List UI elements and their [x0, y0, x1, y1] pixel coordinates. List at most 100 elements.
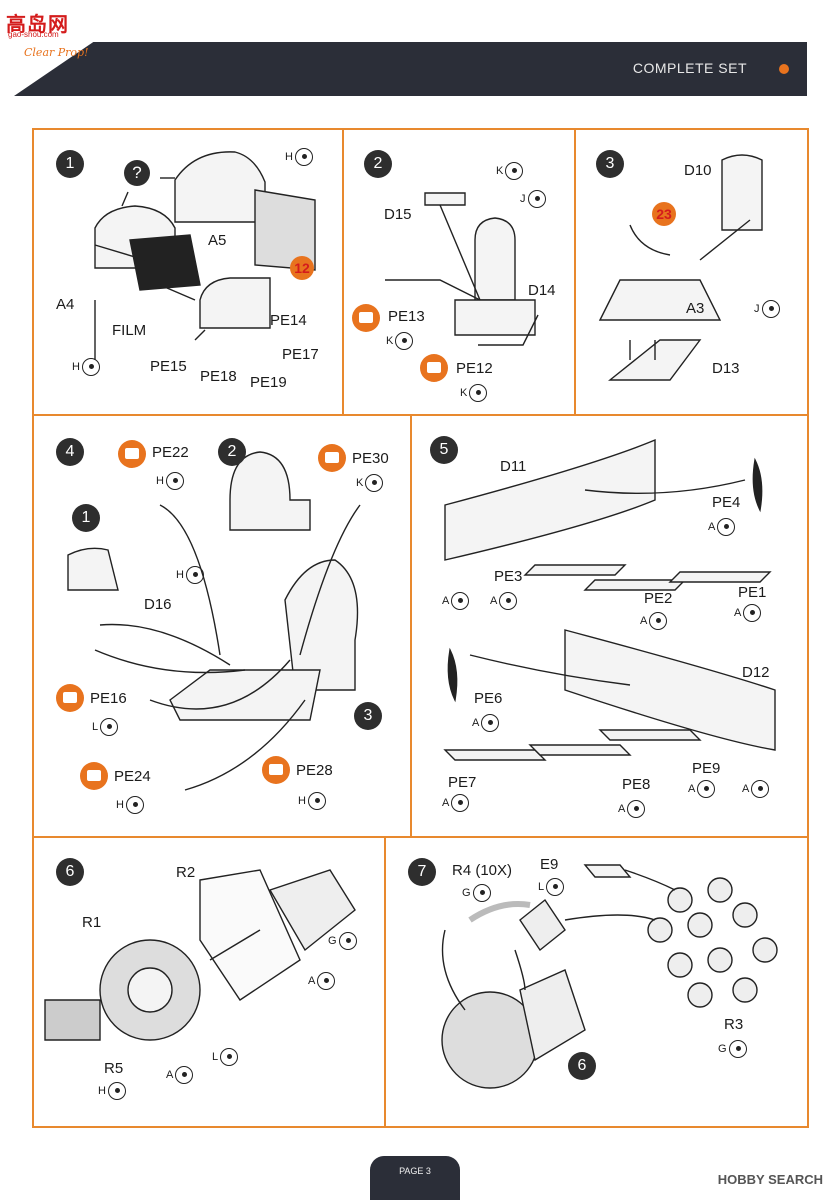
glue-icon [165, 472, 184, 490]
part-label: R2 [176, 864, 196, 881]
part-label: PE30 [352, 450, 389, 467]
glue-icon [505, 162, 524, 180]
part-label: FILM [112, 322, 147, 339]
glue-icon [546, 878, 565, 896]
glue-icon [107, 1082, 126, 1100]
glue-icon [395, 332, 414, 350]
part-label: PE17 [282, 346, 319, 363]
glue-marker: L [538, 878, 565, 896]
glue-marker: H [176, 566, 204, 584]
photo-etch-icon [262, 756, 290, 784]
glue-icon [451, 592, 470, 610]
photo-etch-icon [80, 762, 108, 790]
part-label: PE1 [738, 584, 767, 601]
glue-marker: J [520, 190, 546, 208]
part-label: D12 [742, 664, 770, 681]
glue-marker: A [166, 1066, 194, 1084]
glue-icon [499, 592, 518, 610]
part-label: R1 [82, 914, 102, 931]
header-title: COMPLETE SET [632, 60, 747, 76]
glue-marker: G [462, 884, 491, 902]
glue-marker: K [356, 474, 384, 492]
step-number: 3 [596, 150, 624, 178]
glue-icon [365, 474, 384, 492]
part-label: PE9 [692, 760, 721, 777]
photo-etch-icon [352, 304, 380, 332]
part-label: PE18 [200, 368, 237, 385]
glue-marker: A [490, 592, 518, 610]
glue-marker: A [734, 604, 762, 622]
photo-etch-icon [118, 440, 146, 468]
glue-icon [743, 604, 762, 622]
part-label: PE12 [456, 360, 493, 377]
sub-step-number: 3 [354, 702, 382, 730]
photo-etch-icon [56, 684, 84, 712]
glue-marker: A [688, 780, 716, 798]
glue-icon [307, 792, 326, 810]
glue-icon [185, 566, 204, 584]
glue-marker: H [72, 358, 100, 376]
page-footer: PAGE 3 [370, 1156, 460, 1200]
part-label: PE2 [644, 590, 673, 607]
glue-icon [728, 1040, 747, 1058]
part-label: PE3 [494, 568, 523, 585]
glue-icon [751, 780, 770, 798]
glue-icon [125, 796, 144, 814]
glue-marker: H [298, 792, 326, 810]
part-label: R4 (10X) [452, 862, 513, 879]
part-label: D11 [500, 458, 527, 475]
part-label: PE28 [296, 762, 333, 779]
glue-icon [469, 384, 488, 402]
part-label: PE24 [114, 768, 151, 785]
glue-marker: A [742, 780, 770, 798]
glue-marker: J [754, 300, 780, 318]
header-background [14, 42, 807, 96]
glue-marker: A [442, 794, 470, 812]
part-label: D16 [144, 596, 172, 613]
glue-marker: H [98, 1082, 126, 1100]
glue-marker: G [718, 1040, 747, 1058]
glue-marker: G [328, 932, 357, 950]
part-label: D13 [712, 360, 740, 377]
glue-icon [451, 794, 470, 812]
glue-marker: H [285, 148, 313, 166]
glue-icon [697, 780, 716, 798]
glue-icon [761, 300, 780, 318]
glue-icon [627, 800, 646, 818]
glue-icon [472, 884, 491, 902]
glue-marker: K [496, 162, 524, 180]
glue-icon [220, 1048, 239, 1066]
part-label: D15 [384, 206, 412, 223]
source-watermark: HOBBY SEARCH [717, 1172, 823, 1187]
glue-marker: A [708, 518, 736, 536]
sub-step-number: 6 [568, 1052, 596, 1080]
part-label: PE7 [448, 774, 477, 791]
glue-marker: K [460, 384, 488, 402]
question-icon: ? [124, 160, 150, 186]
glue-icon [338, 932, 357, 950]
part-label: PE15 [150, 358, 187, 375]
part-label: PE14 [270, 312, 307, 329]
glue-icon [100, 718, 119, 736]
part-label: PE4 [712, 494, 741, 511]
step-number: 6 [56, 858, 84, 886]
glue-icon [294, 148, 313, 166]
part-label: D14 [528, 282, 556, 299]
glue-marker: K [386, 332, 414, 350]
part-label: PE8 [622, 776, 651, 793]
glue-icon [81, 358, 100, 376]
sub-step-number: 2 [218, 438, 246, 466]
part-label: R3 [724, 1016, 744, 1033]
part-label: R5 [104, 1060, 124, 1077]
part-label: E9 [540, 856, 559, 873]
glue-marker: L [212, 1048, 239, 1066]
part-label: A4 [56, 296, 75, 313]
glue-marker: H [156, 472, 184, 490]
watermark-url: gao-shou.com [8, 30, 59, 39]
step-number: 4 [56, 438, 84, 466]
glue-icon [481, 714, 500, 732]
glue-icon [717, 518, 736, 536]
glue-marker: A [640, 612, 668, 630]
part-label: PE16 [90, 690, 127, 707]
reference-badge: 12 [290, 256, 314, 280]
